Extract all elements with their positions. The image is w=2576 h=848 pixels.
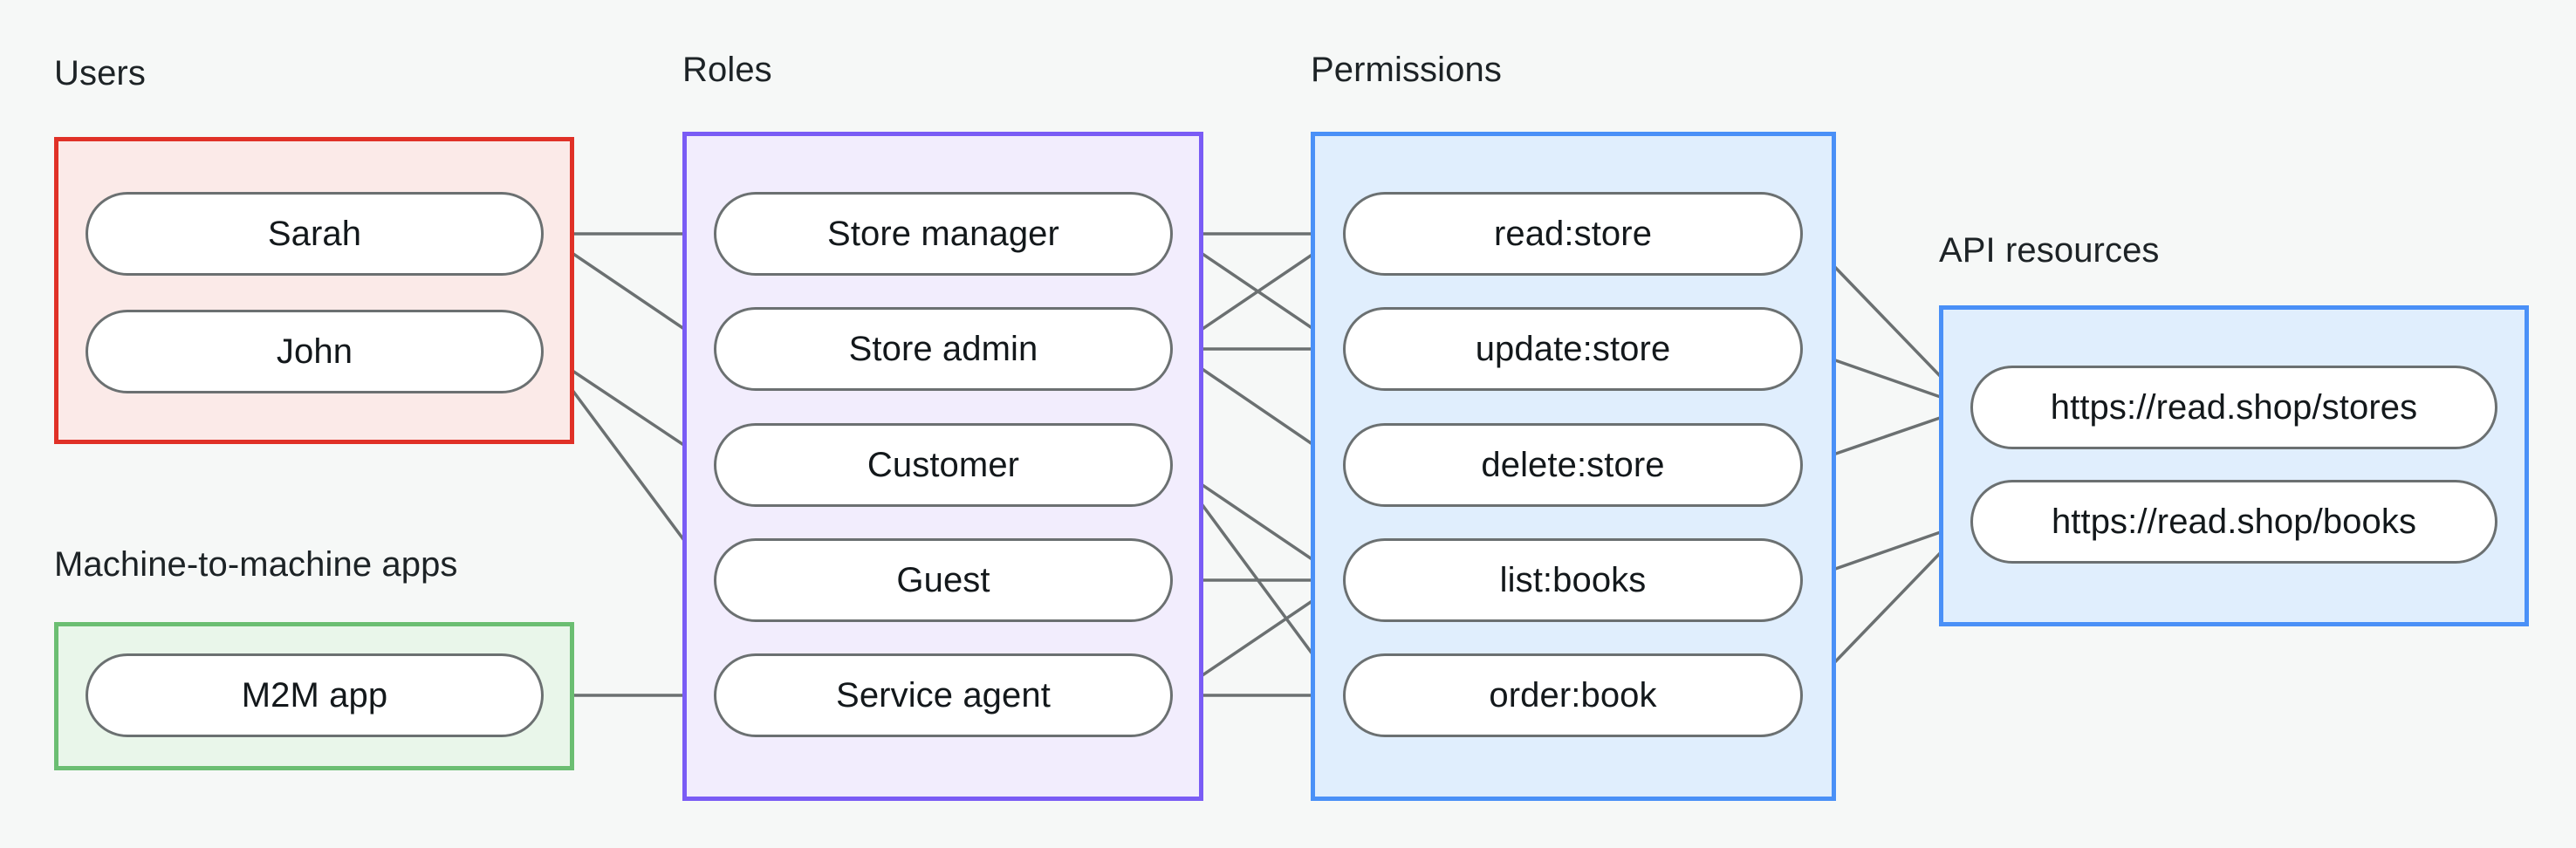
group-label-m2m: Machine-to-machine apps: [54, 545, 458, 584]
node-m2m-app[interactable]: M2M app: [86, 653, 544, 737]
node-order-book[interactable]: order:book: [1343, 653, 1803, 737]
node-read-store[interactable]: read:store: [1343, 192, 1803, 276]
node-update-store[interactable]: update:store: [1343, 307, 1803, 391]
node-john[interactable]: John: [86, 310, 544, 393]
group-label-roles: Roles: [682, 51, 772, 89]
node-list-books[interactable]: list:books: [1343, 538, 1803, 622]
node-service-agent[interactable]: Service agent: [714, 653, 1173, 737]
node-guest[interactable]: Guest: [714, 538, 1173, 622]
group-label-api-resources: API resources: [1939, 231, 2160, 270]
node-delete-store[interactable]: delete:store: [1343, 423, 1803, 507]
node-sarah[interactable]: Sarah: [86, 192, 544, 276]
node-res-stores[interactable]: https://read.shop/stores: [1970, 366, 2497, 449]
group-users: [54, 137, 574, 444]
group-label-users: Users: [54, 54, 146, 92]
node-store-admin[interactable]: Store admin: [714, 307, 1173, 391]
node-res-books[interactable]: https://read.shop/books: [1970, 480, 2497, 564]
node-customer[interactable]: Customer: [714, 423, 1173, 507]
group-label-permissions: Permissions: [1311, 51, 1502, 89]
group-api-resources: [1939, 305, 2529, 626]
node-store-manager[interactable]: Store manager: [714, 192, 1173, 276]
